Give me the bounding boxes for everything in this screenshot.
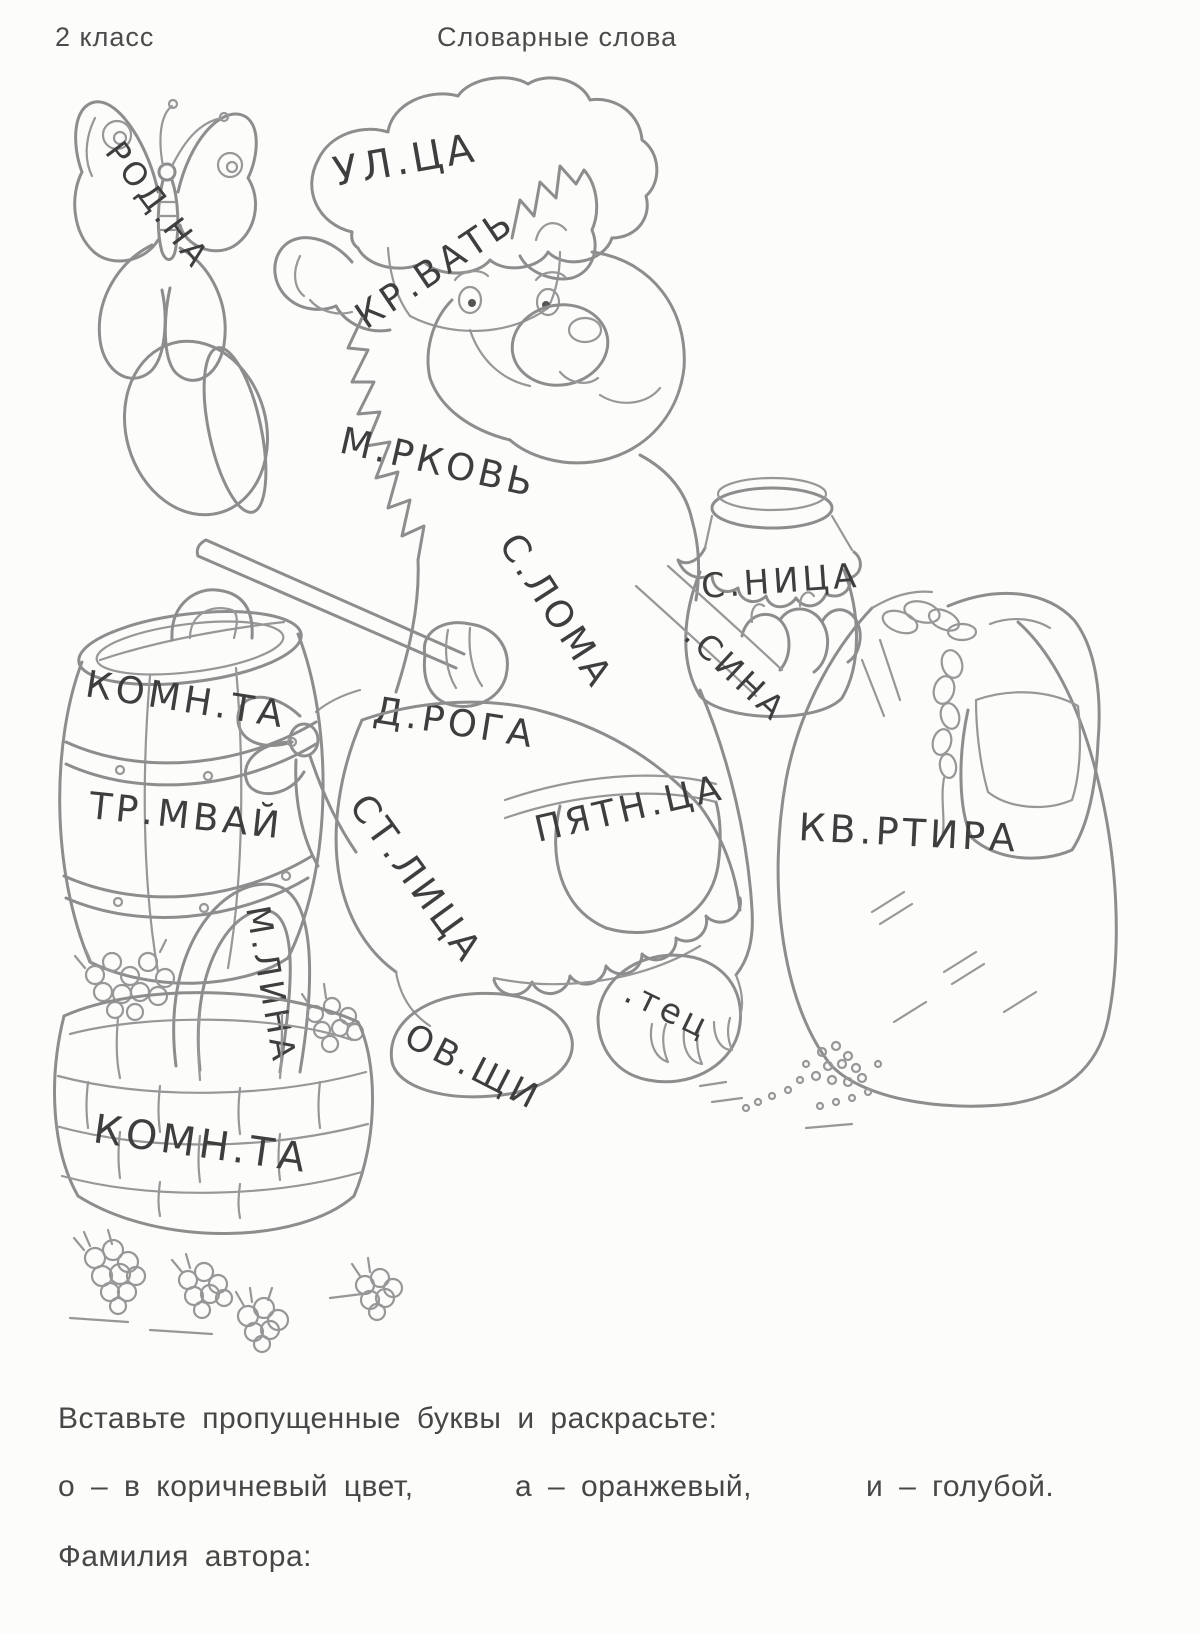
bear-head-drawing: КР.ВАТЬ bbox=[273, 201, 686, 465]
grain-spill bbox=[698, 1040, 883, 1130]
label-sack: КВ.РТИРА bbox=[798, 805, 1021, 860]
berry-clusters bbox=[68, 1228, 404, 1354]
berry-cluster bbox=[350, 1256, 404, 1322]
sack-rope bbox=[881, 600, 978, 840]
label-foot-right: .тец bbox=[618, 972, 717, 1048]
label-paw: Д.РОГА bbox=[371, 688, 540, 756]
berry-cluster bbox=[72, 1228, 147, 1316]
bear-ear-drawing bbox=[510, 164, 599, 281]
label-belly: С.ЛОМА bbox=[490, 525, 622, 696]
bear-feet-drawing: ОВ.ЩИ .тец bbox=[389, 953, 744, 1119]
label-butterfly: РОД.НА bbox=[98, 134, 218, 276]
label-barrel-bottom: ТР.МВАЙ bbox=[86, 783, 286, 847]
butterfly-drawing: РОД.НА bbox=[73, 98, 258, 382]
label-hat: УЛ.ЦА bbox=[330, 125, 481, 196]
basket-drawing: М.ЛИНА КОМН.ТА bbox=[53, 882, 374, 1235]
grade-label: 2 класс bbox=[55, 22, 155, 52]
jam-jar-drawing: С.НИЦА .СИНА bbox=[634, 476, 862, 730]
label-foot-left: ОВ.ЩИ bbox=[398, 1016, 547, 1118]
color-key-brown: о – в коричневый цвет, bbox=[58, 1470, 414, 1503]
label-pocket: ПЯТН.ЦА bbox=[531, 767, 728, 850]
task-instruction: Вставьте пропущенные буквы и раскрасьте: bbox=[58, 1402, 718, 1435]
color-key-blue: и – голубой. bbox=[866, 1470, 1055, 1503]
label-basket-handle: М.ЛИНА bbox=[238, 903, 304, 1067]
sack-drawing: КВ.РТИРА bbox=[698, 590, 1118, 1130]
label-basket: КОМН.ТА bbox=[91, 1106, 312, 1182]
author-prompt: Фамилия автора: bbox=[58, 1540, 312, 1573]
label-face: КР.ВАТЬ bbox=[348, 201, 522, 337]
label-jar: С.НИЦА bbox=[700, 556, 862, 607]
basket-berries bbox=[73, 938, 365, 1054]
label-leg: СТ.ЛИЦА bbox=[341, 786, 492, 971]
page-title: Словарные слова bbox=[437, 22, 678, 52]
ladle-drawing bbox=[122, 339, 466, 670]
label-chest: М.РКОВЬ bbox=[336, 419, 541, 506]
berry-cluster bbox=[234, 1286, 290, 1354]
color-key-orange: а – оранжевый, bbox=[515, 1470, 753, 1503]
berry-cluster bbox=[170, 1252, 234, 1320]
apron-drawing: ПЯТН.ЦА СТ.ЛИЦА bbox=[334, 700, 742, 997]
